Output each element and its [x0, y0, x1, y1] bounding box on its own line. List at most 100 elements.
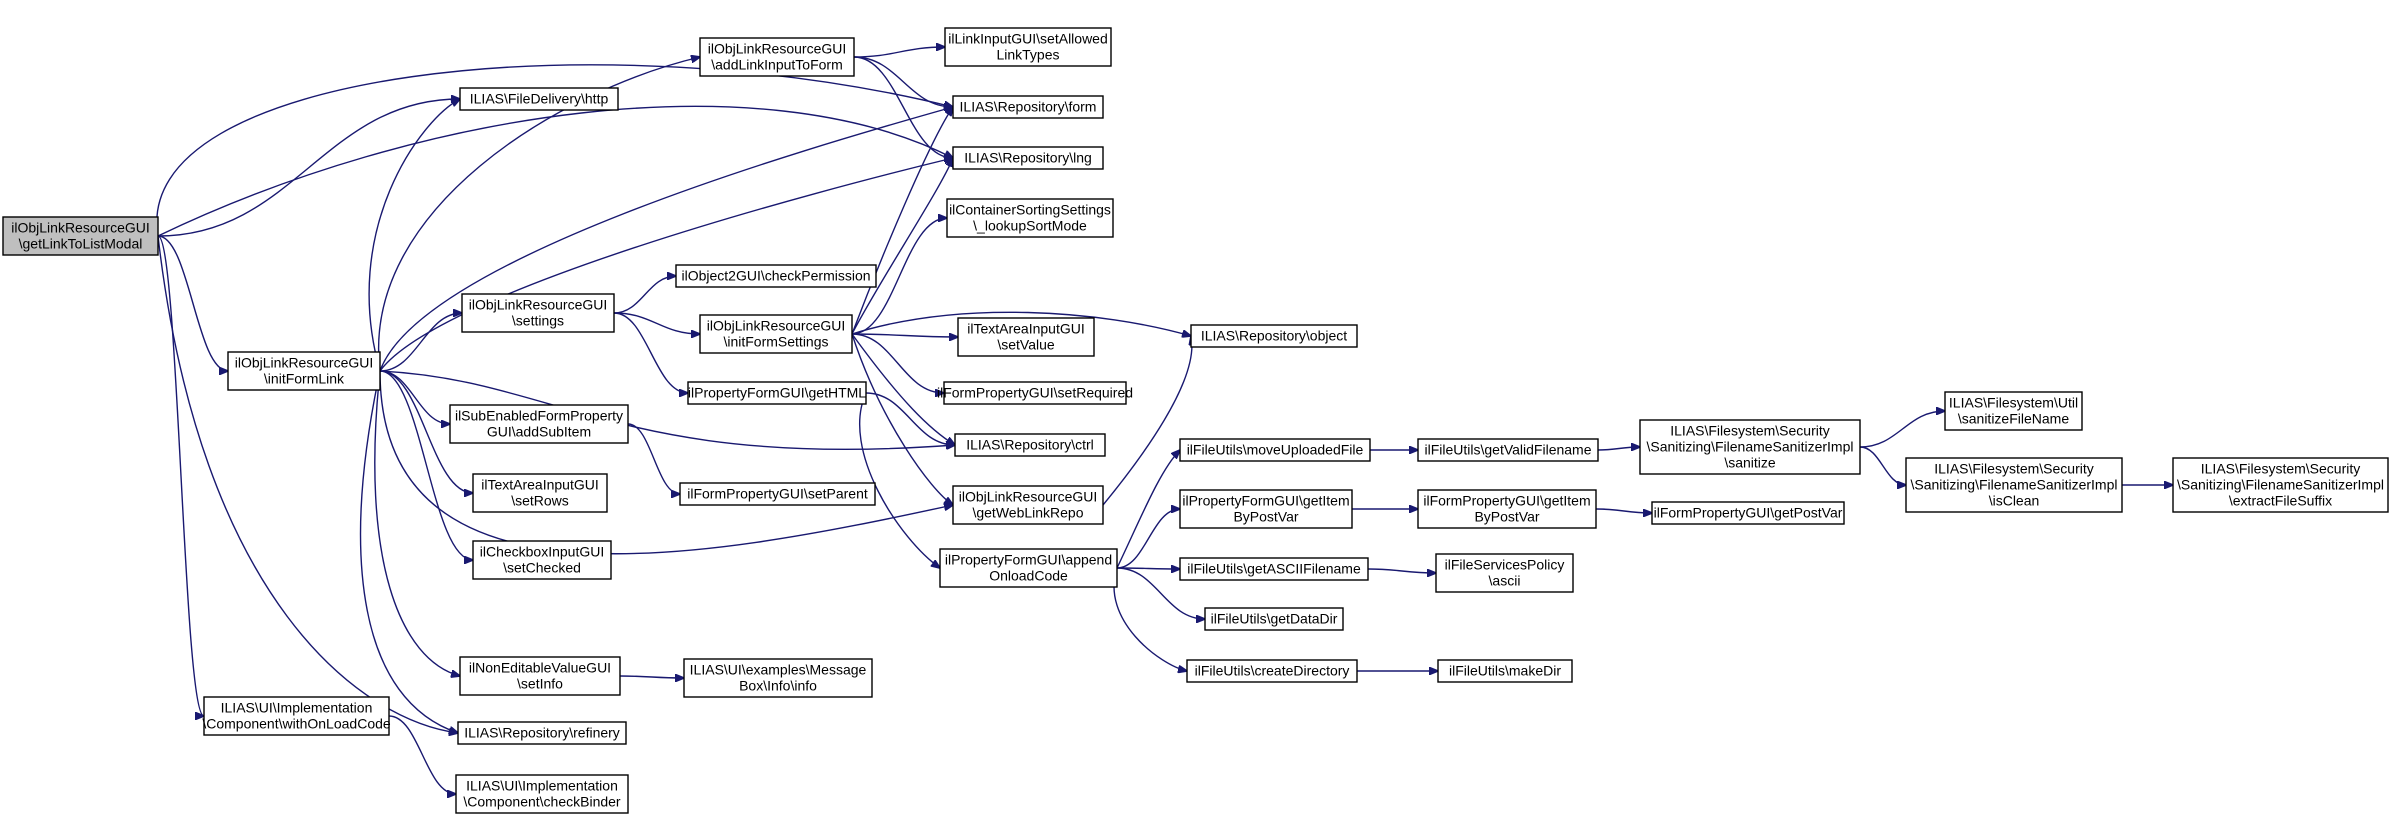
edge-getHTML-to-appendOnloadCode — [859, 392, 940, 568]
graph-node-settings[interactable]: ilObjLinkResourceGUI\settings — [461, 293, 615, 333]
edge-line — [865, 392, 955, 445]
node-box — [472, 540, 612, 580]
node-box — [679, 482, 876, 506]
edge-initFormSettings-to-getWebLinkRepo — [851, 333, 953, 505]
graph-node-setRequired[interactable]: ilFormPropertyGUI\setRequired — [937, 381, 1133, 405]
graph-node-getPostVar[interactable]: ilFormPropertyGUI\getPostVar — [1651, 501, 1845, 525]
edge-initFormSettings-to-ctrl — [851, 333, 955, 445]
node-label-line: \getLinkToListModal — [19, 236, 143, 252]
edge-getHTML-to-ctrl — [865, 392, 955, 445]
edge-sanitize-to-isClean — [1859, 446, 1906, 485]
graph-node-root[interactable]: ilObjLinkResourceGUI\getLinkToListModal — [2, 216, 159, 256]
graph-node-lookupSortMode[interactable]: ilContainerSortingSettings\_lookupSortMo… — [946, 198, 1114, 238]
graph-node-setRows[interactable]: ilTextAreaInputGUI\setRows — [472, 473, 608, 513]
edge-root-to-withOnLoadCode — [157, 235, 204, 716]
edge-line — [851, 333, 955, 445]
graph-node-sanitize[interactable]: ILIAS\Filesystem\Security\Sanitizing\Fil… — [1639, 419, 1861, 475]
node-label-line: ilPropertyFormGUI\getItem — [1182, 493, 1349, 509]
node-label-line: ilNonEditableValueGUI — [469, 660, 611, 676]
node-label-line: \sanitizeFileName — [1958, 411, 2069, 427]
edge-setInfo-to-msgInfo — [619, 676, 684, 678]
graph-node-makeDir[interactable]: ilFileUtils\makeDir — [1437, 659, 1573, 683]
node-box — [1190, 324, 1358, 348]
graph-node-http[interactable]: ILIAS\FileDelivery\http — [459, 87, 619, 111]
edge-line — [157, 235, 458, 733]
graph-node-refinery[interactable]: ILIAS\Repository\refinery — [457, 721, 627, 745]
edge-line — [851, 311, 1191, 336]
node-label-line: \Sanitizing\FilenameSanitizerImpl — [1911, 477, 2118, 493]
node-label-line: \sanitize — [1724, 455, 1776, 471]
graph-node-sanitizeFileName[interactable]: ILIAS\Filesystem\Util\sanitizeFileName — [1944, 391, 2083, 431]
edges-layer — [156, 47, 2173, 794]
graph-node-ascii[interactable]: ilFileServicesPolicy\ascii — [1435, 553, 1574, 593]
graph-node-createDirectory[interactable]: ilFileUtils\createDirectory — [1186, 659, 1358, 683]
node-label-line: \settings — [512, 313, 564, 329]
node-box — [957, 317, 1095, 357]
edge-settings-to-checkPermission — [613, 276, 676, 314]
node-box — [1944, 391, 2083, 431]
graph-node-isClean[interactable]: ILIAS\Filesystem\Security\Sanitizing\Fil… — [1905, 457, 2123, 513]
node-box — [952, 485, 1104, 525]
edge-initFormSettings-to-form — [851, 107, 953, 335]
node-label-line: ilTextAreaInputGUI — [481, 477, 599, 493]
graph-node-checkBinder[interactable]: ILIAS\UI\Implementation\Component\checkB… — [455, 774, 629, 814]
node-box — [1435, 553, 1574, 593]
edge-line — [859, 392, 940, 568]
graph-node-withOnLoadCode[interactable]: ILIAS\UI\Implementation\Component\withOn… — [202, 696, 391, 736]
node-box — [687, 381, 867, 405]
node-label-line: LinkTypes — [996, 47, 1059, 63]
edge-getASCIIFilename-to-ascii — [1367, 568, 1436, 573]
graph-node-object[interactable]: ILIAS\Repository\object — [1190, 324, 1358, 348]
graph-node-getASCIIFilename[interactable]: ilFileUtils\getASCIIFilename — [1179, 557, 1369, 581]
graph-node-checkPermission[interactable]: ilObject2GUI\checkPermission — [675, 264, 877, 288]
node-box — [1651, 501, 1845, 525]
edge-line — [379, 370, 953, 555]
graph-node-getWebLinkRepo[interactable]: ilObjLinkResourceGUI\getWebLinkRepo — [952, 485, 1104, 525]
edge-line — [374, 370, 460, 676]
node-label-line: ilObjLinkResourceGUI — [11, 220, 150, 236]
node-box — [459, 656, 621, 696]
graph-node-ctrl[interactable]: ILIAS\Repository\ctrl — [954, 433, 1106, 457]
edge-appendOnloadCode-to-moveUploadedFile — [1116, 450, 1180, 569]
graph-node-getHTML[interactable]: ilPropertyFormGUI\getHTML — [687, 381, 867, 405]
graph-node-getValidFilename[interactable]: ilFileUtils\getValidFilename — [1417, 438, 1599, 462]
node-label-line: ByPostVar — [1474, 509, 1539, 525]
graph-node-getDataDir[interactable]: ilFileUtils\getDataDir — [1204, 607, 1344, 631]
node-box — [1639, 419, 1861, 475]
graph-node-setParent[interactable]: ilFormPropertyGUI\setParent — [679, 482, 876, 506]
node-label-line: ILIAS\Repository\object — [1201, 328, 1347, 344]
graph-node-form[interactable]: ILIAS\Repository\form — [952, 95, 1104, 119]
graph-node-setValue[interactable]: ilTextAreaInputGUI\setValue — [957, 317, 1095, 357]
edge-initFormSettings-to-setRequired — [851, 333, 944, 393]
edge-initFormLink-to-addSubItem — [379, 370, 450, 424]
node-label-line: ILIAS\UI\Implementation — [466, 778, 618, 794]
node-box — [1204, 607, 1344, 631]
graph-node-lng[interactable]: ILIAS\Repository\lng — [952, 146, 1104, 170]
graph-node-setChecked[interactable]: ilCheckboxInputGUI\setChecked — [472, 540, 612, 580]
node-box — [1179, 438, 1371, 462]
node-label-line: ILIAS\FileDelivery\http — [470, 91, 609, 107]
graph-node-setInfo[interactable]: ilNonEditableValueGUI\setInfo — [459, 656, 621, 696]
node-label-line: ilObjLinkResourceGUI — [708, 41, 847, 57]
node-label-line: \Sanitizing\FilenameSanitizerImpl — [1647, 439, 1854, 455]
node-box — [2172, 457, 2389, 513]
graph-node-addLinkInputToForm[interactable]: ilObjLinkResourceGUI\addLinkInputToForm — [699, 37, 855, 77]
edge-line — [1859, 446, 1906, 485]
node-box — [449, 404, 629, 444]
node-label-line: ilFileUtils\getASCIIFilename — [1187, 561, 1361, 577]
edge-initFormLink-to-addLinkInputToForm — [377, 57, 700, 372]
graph-node-extractFileSuffix[interactable]: ILIAS\Filesystem\Security\Sanitizing\Fil… — [2172, 457, 2389, 513]
graph-node-moveUploadedFile[interactable]: ilFileUtils\moveUploadedFile — [1179, 438, 1371, 462]
graph-node-initFormLink[interactable]: ilObjLinkResourceGUI\initFormLink — [227, 351, 381, 391]
node-box — [2, 216, 159, 256]
edge-line — [613, 276, 676, 314]
graph-node-initFormSettings[interactable]: ilObjLinkResourceGUI\initFormSettings — [699, 314, 853, 354]
node-box — [946, 198, 1114, 238]
